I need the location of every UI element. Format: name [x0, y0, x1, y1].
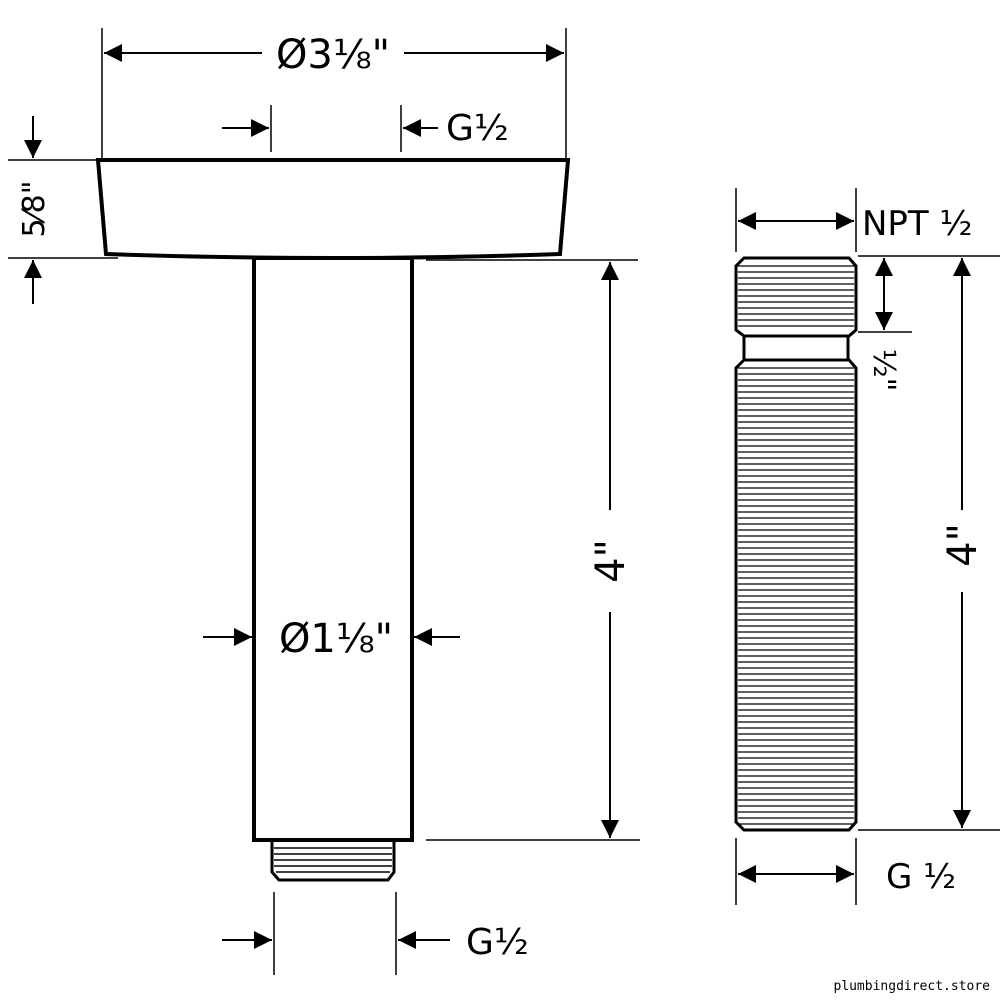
- nipple-thread-length-dimension: ½": [866, 258, 901, 391]
- inlet-thread-label: G½: [446, 108, 509, 149]
- nipple-length-label: 4": [940, 523, 986, 567]
- outlet-thread-dimension: G½: [222, 922, 529, 963]
- shower-arm-view: Ø3⅛" G½ 5⁄8" 4" Ø1⅛": [8, 28, 640, 975]
- arm-length-label: 4": [588, 539, 634, 583]
- outlet-thread-lines: [274, 847, 392, 873]
- inlet-thread-dimension: G½: [222, 108, 509, 149]
- nipple-top-thread-dimension: NPT ½: [738, 204, 972, 244]
- threaded-nipple-view: NPT ½ ½" 4" G ½: [734, 188, 1000, 905]
- flange-diameter-dimension: Ø3⅛": [104, 32, 564, 78]
- nipple-top-thread-label: NPT ½: [862, 204, 972, 244]
- ceiling-flange: [95, 158, 571, 260]
- nipple-thread-lines: [738, 265, 854, 825]
- arm-diameter-dimension: Ø1⅛": [203, 616, 460, 662]
- nipple-body: [734, 358, 858, 832]
- nipple-bottom-thread-dimension: G ½: [738, 857, 956, 897]
- arm-length-dimension: 4": [588, 262, 634, 838]
- flange-height-dimension: 5⁄8": [17, 116, 52, 304]
- arm-tube: [252, 256, 414, 842]
- flange-height-label: 5⁄8": [17, 181, 52, 238]
- watermark: plumbingdirect.store: [833, 979, 990, 994]
- arm-diameter-label: Ø1⅛": [279, 616, 393, 662]
- nipple-length-dimension: 4": [940, 258, 986, 828]
- nipple-thread-length-label: ½": [866, 349, 901, 392]
- outlet-thread-label: G½: [466, 922, 529, 963]
- flange-diameter-label: Ø3⅛": [276, 32, 390, 78]
- nipple-neck: [742, 334, 850, 362]
- nipple-top-thread: [734, 256, 858, 338]
- nipple-bottom-thread-label: G ½: [886, 857, 956, 897]
- outlet-thread: [270, 842, 396, 882]
